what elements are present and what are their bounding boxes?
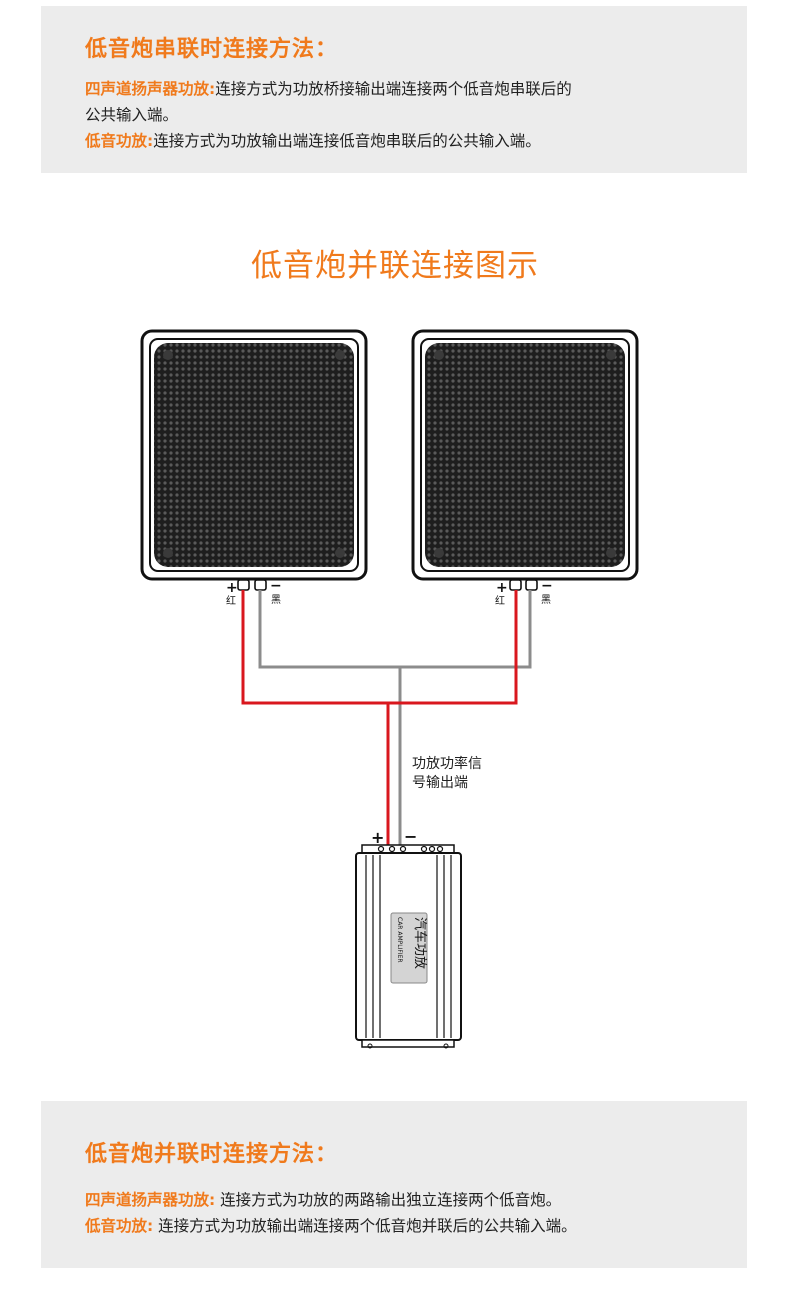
series-instructions-panel: 低音炮串联时连接方法： 四声道扬声器功放:连接方式为功放桥接输出端连接两个低音炮… (41, 6, 747, 173)
parallel-wiring-diagram: + − 红 黑 + − 红 黑 功放功率信 号输出端 + − (140, 329, 639, 1049)
right-plus-sign: + (496, 580, 508, 596)
right-black-label: 黑 (541, 594, 551, 606)
left-plus-terminal (237, 579, 250, 591)
left-minus-terminal (254, 579, 267, 591)
left-black-label: 黑 (271, 594, 281, 606)
red-positive-wire (241, 590, 518, 705)
amp-label-chinese: 汽车功放 (412, 917, 428, 969)
diagram-title: 低音炮并联连接图示 (251, 248, 539, 284)
left-red-label: 红 (226, 594, 236, 607)
left-minus-sign: − (270, 578, 282, 594)
left-plus-sign: + (226, 580, 238, 596)
car-amplifier: + − 汽车功放 CAR AMPLIFIER (355, 827, 462, 1049)
left-speaker-grille (154, 343, 354, 567)
amp-minus-sign: − (404, 827, 417, 846)
amp-plus-sign: + (371, 828, 384, 847)
parallel-line-2: 低音功放: 连接方式为功放输出端连接两个低音炮并联后的公共输入端。 (85, 1213, 747, 1239)
series-line-1-text: 连接方式为功放桥接输出端连接两个低音炮串联后的 (215, 80, 572, 98)
series-line-1-label: 四声道扬声器功放: (85, 80, 216, 98)
gray-negative-wire (258, 590, 532, 669)
parallel-line-1: 四声道扬声器功放: 连接方式为功放的两路输出独立连接两个低音炮。 (85, 1187, 747, 1213)
series-line-2-text: 连接方式为功放输出端连接低音炮串联后的公共输入端。 (153, 132, 541, 150)
series-line-1: 四声道扬声器功放:连接方式为功放桥接输出端连接两个低音炮串联后的 (85, 76, 747, 102)
series-line-1-continued: 公共输入端。 (85, 106, 179, 124)
amp-label-english: CAR AMPLIFIER (396, 917, 403, 963)
signal-label-line-2: 号输出端 (412, 775, 468, 791)
series-title: 低音炮串联时连接方法： (85, 37, 339, 62)
right-plus-terminal (509, 579, 522, 591)
parallel-instructions-panel: 低音炮并联时连接方法： 四声道扬声器功放: 连接方式为功放的两路输出独立连接两个… (41, 1101, 747, 1268)
parallel-line-2-label: 低音功放: (85, 1217, 154, 1235)
series-line-2-label: 低音功放: (85, 132, 154, 150)
right-minus-terminal (525, 579, 538, 591)
parallel-title: 低音炮并联时连接方法： (85, 1142, 339, 1167)
signal-label-line-1: 功放功率信 (412, 755, 482, 772)
parallel-line-1-text: 连接方式为功放的两路输出独立连接两个低音炮。 (215, 1191, 562, 1209)
left-subwoofer: + − 红 黑 (140, 329, 368, 607)
amp-plus-terminal (377, 845, 385, 853)
parallel-line-1-label: 四声道扬声器功放: (85, 1191, 216, 1209)
parallel-line-2-text: 连接方式为功放输出端连接两个低音炮并联后的公共输入端。 (153, 1217, 577, 1235)
right-subwoofer: + − 红 黑 (411, 329, 639, 607)
right-red-label: 红 (495, 594, 505, 607)
amp-minus-terminal (399, 845, 407, 853)
series-line-2: 低音功放:连接方式为功放输出端连接低音炮串联后的公共输入端。 (85, 128, 747, 154)
right-speaker-grille (425, 343, 625, 567)
right-minus-sign: − (541, 578, 553, 594)
